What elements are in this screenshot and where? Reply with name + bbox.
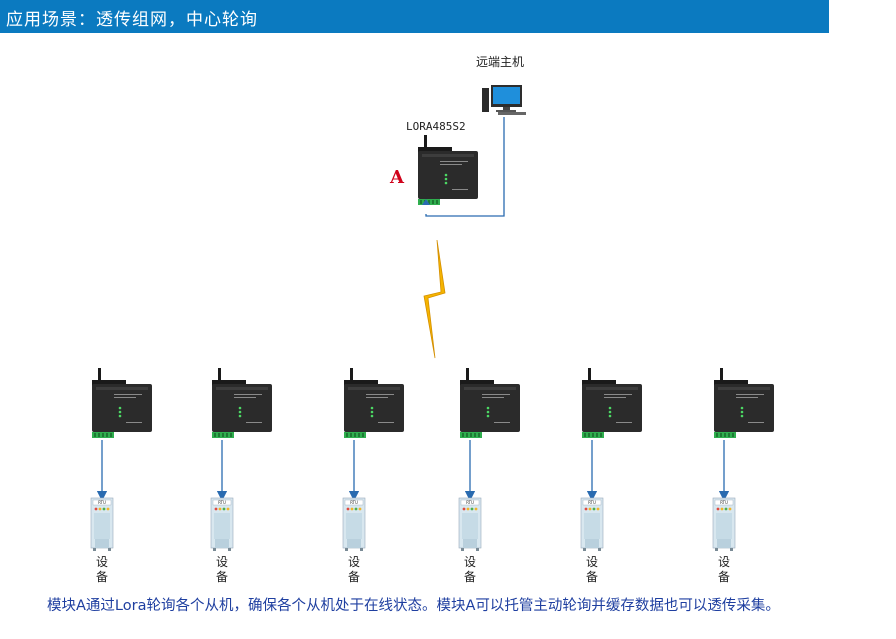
field-device-icon	[342, 497, 366, 552]
link-master-pc	[425, 117, 505, 217]
slave-lora-module	[714, 368, 774, 438]
slave-lora-module	[92, 368, 152, 438]
field-device-icon	[712, 497, 736, 552]
field-device-icon	[458, 497, 482, 552]
master-lora-module	[418, 135, 478, 205]
slave-lora-module	[582, 368, 642, 438]
caption: 模块A通过Lora轮询各个从机，确保各个从机处于在线状态。模块A可以托管主动轮询…	[47, 598, 780, 614]
device-label: 设备	[215, 555, 228, 584]
device-label: 设备	[717, 555, 730, 584]
device-label: 设备	[585, 555, 598, 584]
title-bar: 应用场景：透传组网，中心轮询	[0, 0, 829, 33]
field-device-icon	[90, 497, 114, 552]
master-id-label: A	[390, 167, 404, 188]
field-device-icon	[210, 497, 234, 552]
device-label: 设备	[95, 555, 108, 584]
page-title: 应用场景：透传组网，中心轮询	[6, 10, 258, 30]
slave-lora-module	[344, 368, 404, 438]
slave-lora-module	[460, 368, 520, 438]
field-device-icon	[580, 497, 604, 552]
slave-lora-module	[212, 368, 272, 438]
arrow-up-icon	[422, 199, 430, 205]
wireless-lightning-icon	[423, 239, 446, 359]
device-label: 设备	[463, 555, 476, 584]
remote-pc-label: 远端主机	[476, 55, 525, 69]
computer-icon	[482, 85, 526, 115]
master-model-label: LORA485S2	[406, 120, 466, 133]
device-label: 设备	[347, 555, 360, 584]
